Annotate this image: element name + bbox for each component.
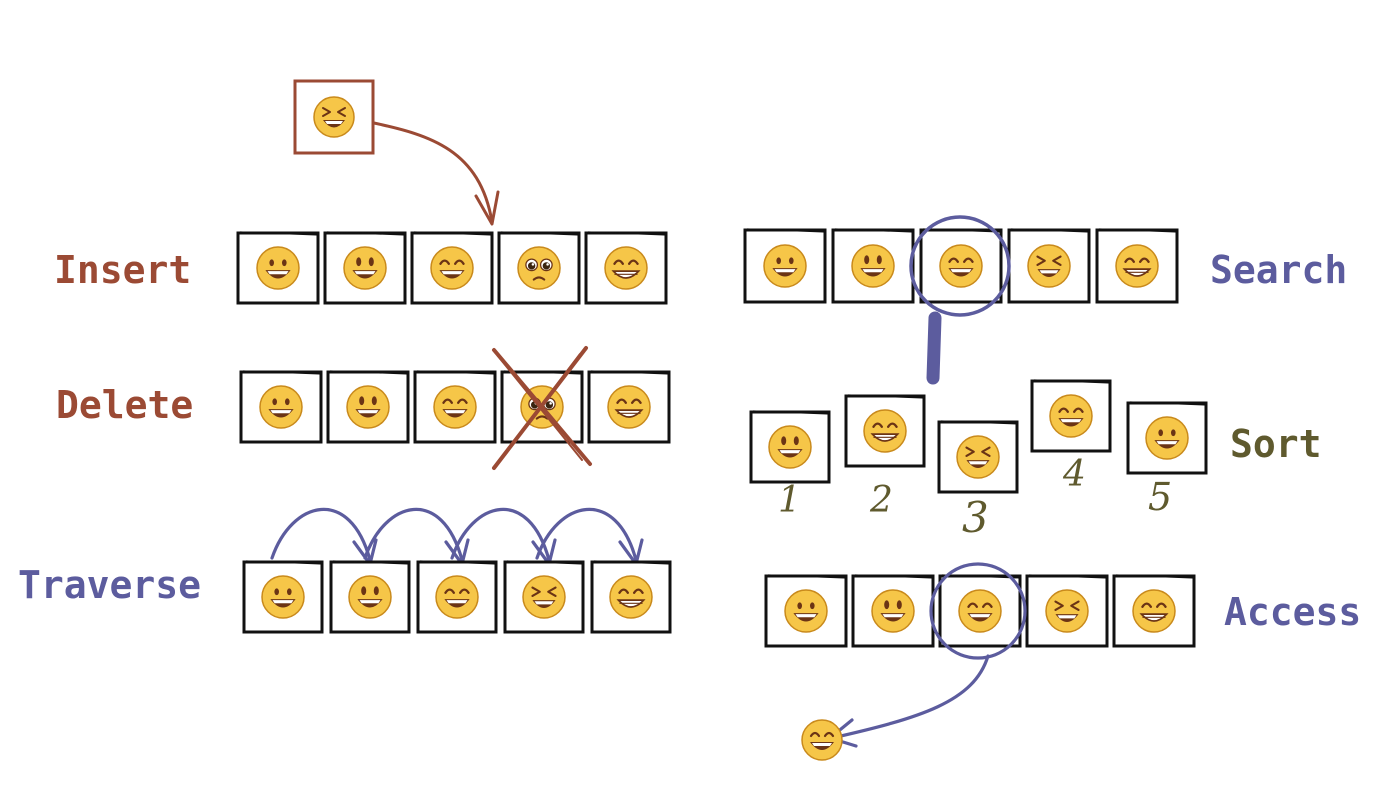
array-cell bbox=[497, 231, 581, 305]
laughing-face-icon bbox=[1045, 589, 1089, 633]
insert-new-item bbox=[293, 79, 375, 155]
grin-face-icon bbox=[607, 385, 651, 429]
traverse-arrow bbox=[270, 507, 378, 566]
grin-face-icon bbox=[604, 246, 648, 290]
smile-face-icon bbox=[1049, 394, 1093, 438]
array-cell bbox=[938, 574, 1022, 648]
grinning-face-icon bbox=[256, 246, 300, 290]
grinning-face-icon bbox=[261, 575, 305, 619]
smiley-face-icon bbox=[851, 244, 895, 288]
magnifying-glass-icon bbox=[909, 215, 1011, 385]
grin-face-icon bbox=[609, 575, 653, 619]
access-label: Access bbox=[1224, 590, 1361, 634]
laughing-face-icon bbox=[522, 575, 566, 619]
smile-face-icon bbox=[958, 589, 1002, 633]
grinning-face-icon bbox=[763, 244, 807, 288]
sort-array bbox=[749, 379, 1208, 494]
insert-array bbox=[236, 231, 668, 305]
array-cell bbox=[236, 231, 320, 305]
delete-cross-mark bbox=[492, 346, 592, 470]
smile-face-icon bbox=[435, 575, 479, 619]
array-rows bbox=[236, 228, 1208, 648]
overlay-layer bbox=[293, 79, 1027, 761]
array-cell bbox=[323, 231, 407, 305]
pleading-face-icon bbox=[517, 246, 561, 290]
laughing-face-icon bbox=[956, 435, 1000, 479]
smiley-face-icon bbox=[768, 425, 812, 469]
smiley-face-icon bbox=[348, 575, 392, 619]
array-cell bbox=[413, 370, 497, 444]
array-cell bbox=[329, 560, 411, 634]
sort-index-label: 4 bbox=[1062, 454, 1086, 495]
access-array bbox=[764, 574, 1196, 648]
array-cell bbox=[587, 370, 671, 444]
smile-face-icon bbox=[430, 246, 474, 290]
array-cell bbox=[1112, 574, 1196, 648]
array-cell bbox=[919, 228, 1003, 304]
smiley-face-icon bbox=[343, 246, 387, 290]
grinning-face-icon bbox=[259, 385, 303, 429]
smiley-face-icon bbox=[346, 385, 390, 429]
smile-face-icon bbox=[939, 244, 983, 288]
array-cell bbox=[410, 231, 494, 305]
array-cell bbox=[1025, 574, 1109, 648]
array-cell bbox=[1007, 228, 1091, 304]
sort-index-label: 3 bbox=[962, 493, 989, 542]
array-cell bbox=[503, 560, 585, 634]
traverse-arrow bbox=[535, 507, 644, 566]
array-cell bbox=[937, 420, 1019, 494]
delete-array bbox=[239, 370, 671, 444]
insert-arrow bbox=[372, 121, 500, 226]
laughing-face-icon bbox=[313, 96, 355, 138]
array-cell bbox=[831, 228, 915, 304]
delete-label: Delete bbox=[56, 383, 193, 427]
arrow-layer bbox=[270, 507, 644, 566]
grin-face-icon bbox=[863, 409, 907, 453]
laughing-face-icon bbox=[1027, 244, 1071, 288]
smiley-face-icon bbox=[871, 589, 915, 633]
array-cell bbox=[590, 560, 672, 634]
traverse-arrow bbox=[450, 507, 557, 566]
smile-face-icon bbox=[433, 385, 477, 429]
array-cell bbox=[1030, 379, 1112, 453]
array-cell bbox=[844, 394, 926, 468]
sort-label: Sort bbox=[1230, 422, 1322, 466]
sort-index-label: 2 bbox=[869, 480, 893, 521]
array-cell bbox=[743, 228, 827, 304]
insert-label: Insert bbox=[54, 248, 191, 292]
array-cell bbox=[749, 410, 831, 484]
array-cell bbox=[416, 560, 498, 634]
array-cell bbox=[242, 560, 324, 634]
search-array bbox=[743, 228, 1179, 304]
traverse-label: Traverse bbox=[18, 563, 201, 607]
array-cell bbox=[584, 231, 668, 305]
array-cell bbox=[239, 370, 323, 444]
array-cell bbox=[1126, 401, 1208, 475]
traverse-array bbox=[242, 560, 672, 634]
smile-face-icon bbox=[801, 719, 843, 761]
grin-face-icon bbox=[1115, 244, 1159, 288]
grinning-face-icon bbox=[1145, 416, 1189, 460]
search-label: Search bbox=[1210, 248, 1347, 292]
access-result bbox=[801, 719, 843, 761]
sort-index-label: 1 bbox=[778, 480, 801, 521]
traverse-arrows bbox=[270, 507, 644, 566]
grin-face-icon bbox=[1132, 589, 1176, 633]
array-cell bbox=[326, 370, 410, 444]
sort-index-label: 5 bbox=[1148, 475, 1172, 519]
array-cell bbox=[851, 574, 935, 648]
grinning-face-icon bbox=[784, 589, 828, 633]
array-cell bbox=[1095, 228, 1179, 304]
array-cell bbox=[764, 574, 848, 648]
